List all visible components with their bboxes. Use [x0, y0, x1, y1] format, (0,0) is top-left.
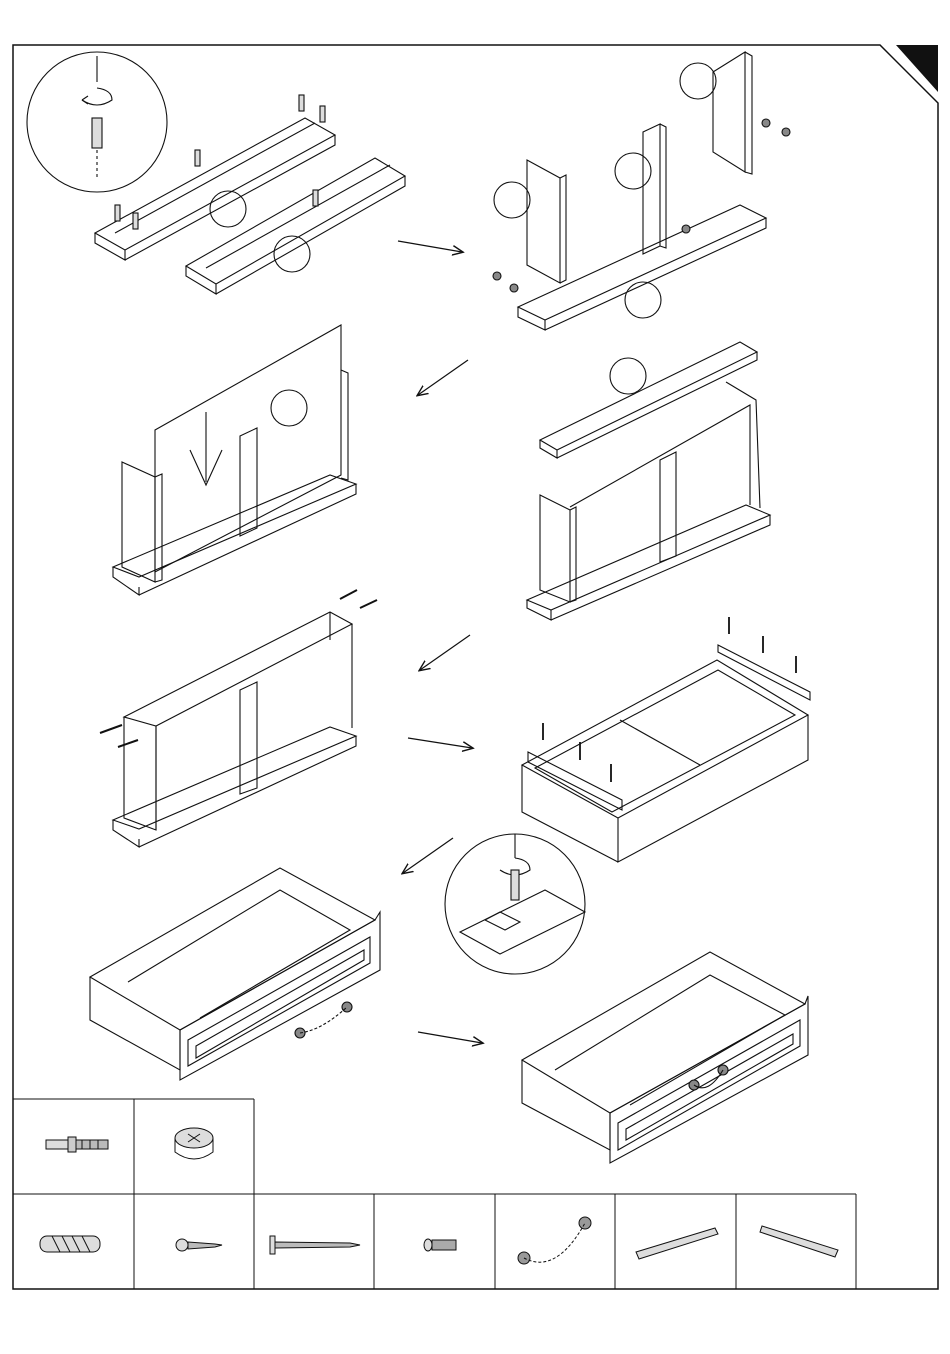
drawer-handle-icon	[295, 1002, 352, 1038]
step-4-top-board	[527, 342, 770, 620]
step-3-back-board	[113, 325, 356, 595]
drawer-handle-icon	[518, 1217, 591, 1264]
short-wood-screw-icon	[176, 1239, 222, 1251]
drawer-handle-icon	[689, 1065, 728, 1090]
long-wood-screw-icon	[100, 590, 377, 747]
machine-screw-icon	[424, 1239, 456, 1251]
cam-lock-nut-icon	[175, 1128, 213, 1159]
wooden-dowel-icon	[40, 1236, 100, 1252]
step-7-screw-detail	[445, 834, 585, 974]
callout-circle	[680, 63, 716, 99]
callout-circle	[271, 390, 307, 426]
callout-circle	[615, 153, 651, 189]
cam-bolt-icon	[115, 95, 325, 229]
corner-tab-icon	[896, 45, 938, 92]
callout-circle	[625, 282, 661, 318]
step-6-drawer-runners	[522, 617, 810, 862]
callout-circle	[494, 182, 530, 218]
long-wood-screw-icon	[270, 1236, 360, 1254]
short-wood-screw-icon	[543, 617, 796, 782]
callout-circle	[274, 236, 310, 272]
step-2-side-panels	[493, 52, 790, 330]
step-1-base-boards	[27, 52, 405, 294]
drawer-runner-right-icon	[760, 1226, 838, 1257]
hardware-table	[13, 1099, 856, 1289]
page-frame	[13, 45, 938, 1289]
drawer-runner-left-icon	[636, 1228, 718, 1259]
callout-circle	[210, 191, 246, 227]
callout-circle	[610, 358, 646, 394]
hardware-icons	[40, 1128, 838, 1264]
step-8-drawer-handle	[90, 868, 380, 1080]
cam-bolt-icon	[46, 1137, 108, 1152]
step-5-screw-top	[100, 590, 377, 847]
step-9-finished-drawer	[522, 952, 808, 1163]
step-arrows	[398, 241, 482, 1043]
